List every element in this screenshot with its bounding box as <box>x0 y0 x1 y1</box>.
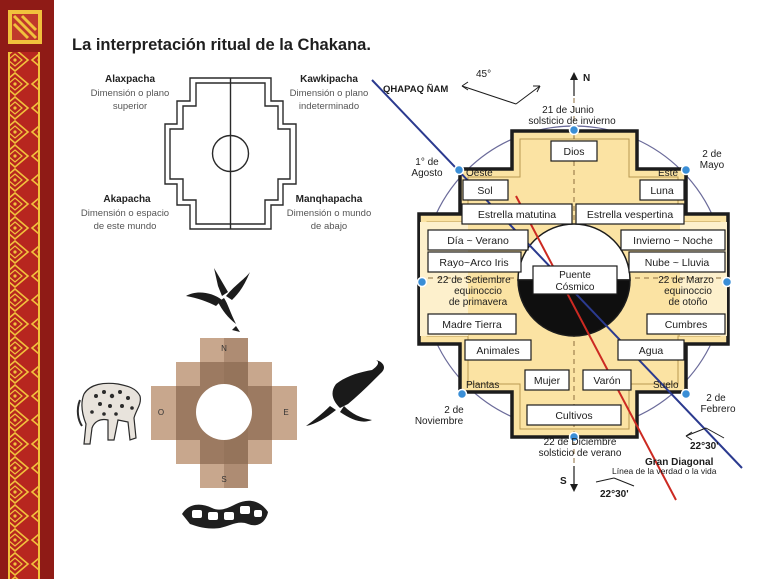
label-linea-verdad: Línea de la verdad o la vida <box>612 466 717 476</box>
label-mayo-2: Mayo <box>700 160 725 171</box>
label-marzo-1: 22 de Marzo <box>658 275 714 286</box>
kawkipacha-desc-2: indeterminado <box>299 101 359 112</box>
label-cultivos: Cultivos <box>555 410 592 422</box>
tiled-south-label: S <box>221 475 226 484</box>
corner-logo-icon <box>8 10 42 44</box>
serpent-icon <box>182 500 268 529</box>
label-angle-right: 22°30' <box>690 441 719 452</box>
tiled-chakana <box>151 338 297 488</box>
tiled-east-label: E <box>283 408 288 417</box>
manqhapacha-desc-1: Dimensión o mundo <box>287 208 372 219</box>
alaxpacha-desc-2: superior <box>113 101 147 112</box>
label-south: S <box>560 476 567 487</box>
label-dios: Dios <box>563 146 584 158</box>
label-varon: Varón <box>593 375 620 387</box>
label-cumbres: Cumbres <box>665 319 708 331</box>
decorative-border-band <box>0 0 54 579</box>
label-noviembre-2: Noviembre <box>415 416 464 427</box>
label-setiembre-1: 22 de Setiembre <box>437 275 511 286</box>
label-nube-lluvia: Nube ~ Lluvia <box>645 257 710 269</box>
label-madre-tierra: Madre Tierra <box>442 319 502 331</box>
kawkipacha-desc-1: Dimensión o plano <box>290 88 369 99</box>
label-febrero-1: 2 de <box>706 393 726 404</box>
alaxpacha-name: Alaxpacha <box>105 74 155 85</box>
akapacha-desc-1: Dimensión o espacio <box>81 208 169 219</box>
compass-south <box>570 466 578 492</box>
label-setiembre-2: equinoccio <box>454 286 502 297</box>
label-angle-45: 45° <box>476 69 491 80</box>
condor-icon <box>306 360 384 426</box>
label-invierno-noche: Invierno ~ Noche <box>633 235 713 247</box>
label-sol: Sol <box>477 185 492 197</box>
label-estrella-vespertina: Estrella vespertina <box>587 209 674 221</box>
label-angle-bottom: 22°30' <box>600 489 629 500</box>
tiled-west-label: O <box>158 408 164 417</box>
label-puente: Puente <box>559 270 591 281</box>
compass-north <box>570 72 578 96</box>
label-estrella-matutina: Estrella matutina <box>478 209 556 221</box>
jaguar-icon <box>76 382 141 445</box>
akapacha-desc-2: de este mundo <box>94 221 157 232</box>
label-qhapaq-nam: QHAPAQ ÑAM <box>383 84 448 95</box>
label-marzo-3: de otoño <box>669 297 708 308</box>
label-cosmico: Cósmico <box>556 282 595 293</box>
label-mujer: Mujer <box>534 375 561 387</box>
chakana-outline <box>164 77 297 230</box>
angle-bottom-arrows <box>595 477 635 487</box>
angle-45-arrows <box>461 81 541 105</box>
label-boxes <box>427 140 726 426</box>
label-agua: Agua <box>639 345 664 357</box>
label-luna: Luna <box>650 185 674 197</box>
hummingbird-icon <box>186 268 250 332</box>
label-dia-verano: Día ~ Verano <box>447 235 509 247</box>
label-febrero-2: Febrero <box>700 404 735 415</box>
label-gran-diagonal: Gran Diagonal <box>645 457 714 468</box>
label-plantas: Plantas <box>466 380 499 391</box>
label-noviembre-1: 2 de <box>444 405 464 416</box>
circle-nodes <box>416 124 733 443</box>
label-este: Este <box>658 168 678 179</box>
gran-diagonal-line <box>515 195 677 501</box>
kawkipacha-name: Kawkipacha <box>300 74 358 85</box>
manqhapacha-name: Manqhapacha <box>296 194 363 205</box>
label-rayo-arco-iris: Rayo~Arco Iris <box>439 257 508 269</box>
alaxpacha-desc-1: Dimensión o plano <box>91 88 170 99</box>
label-animales: Animales <box>476 345 519 357</box>
label-oeste: Oeste <box>466 168 493 179</box>
label-mayo-1: 2 de <box>702 149 722 160</box>
label-north: N <box>583 73 590 84</box>
label-diciembre-2: solsticio de verano <box>539 448 622 459</box>
label-agosto-2: Agosto <box>411 168 443 179</box>
label-suelo: Suelo <box>653 380 679 391</box>
angle-right-arrows <box>685 427 725 441</box>
label-junio-2: solsticio de invierno <box>528 116 616 127</box>
akapacha-name: Akapacha <box>103 194 151 205</box>
tiled-north-label: N <box>221 344 227 353</box>
label-diciembre-1: 22 de Diciembre <box>544 437 617 448</box>
label-marzo-2: equinoccio <box>664 286 712 297</box>
label-agosto-1: 1° de <box>415 157 439 168</box>
page-title: La interpretación ritual de la Chakana. <box>72 36 371 54</box>
label-setiembre-3: de primavera <box>449 297 508 308</box>
manqhapacha-desc-2: de abajo <box>311 221 347 232</box>
label-junio-1: 21 de Junio <box>542 105 594 116</box>
